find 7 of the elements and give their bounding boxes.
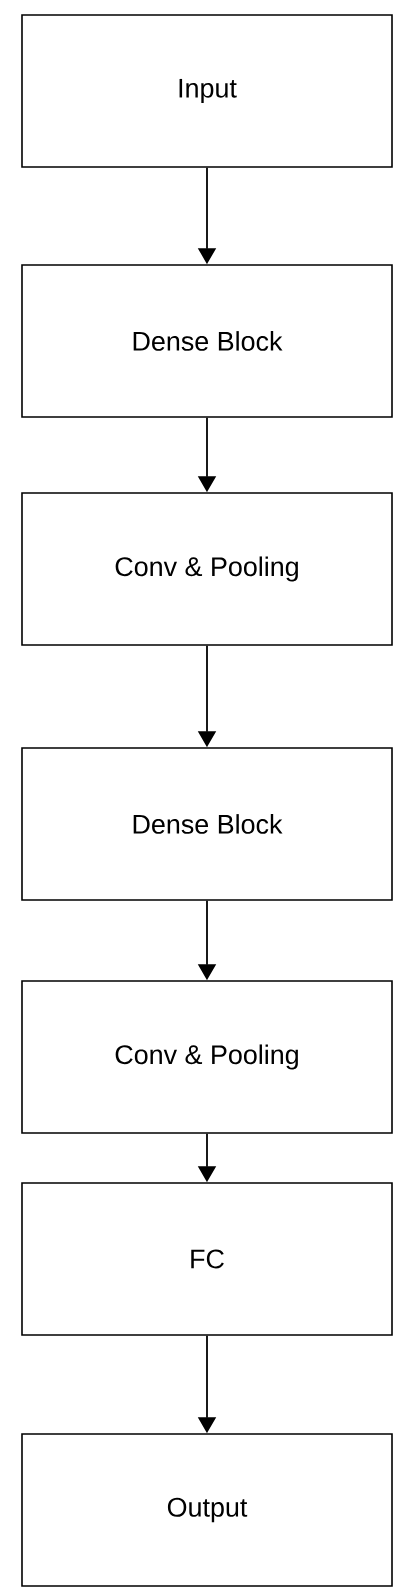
- process-box: Dense Block: [21, 747, 393, 901]
- process-box: Conv & Pooling: [21, 980, 393, 1134]
- process-box: Conv & Pooling: [21, 492, 393, 646]
- process-box: Input: [21, 14, 393, 168]
- process-box: Dense Block: [21, 264, 393, 418]
- process-box: FC: [21, 1182, 393, 1336]
- process-box: Output: [21, 1433, 393, 1587]
